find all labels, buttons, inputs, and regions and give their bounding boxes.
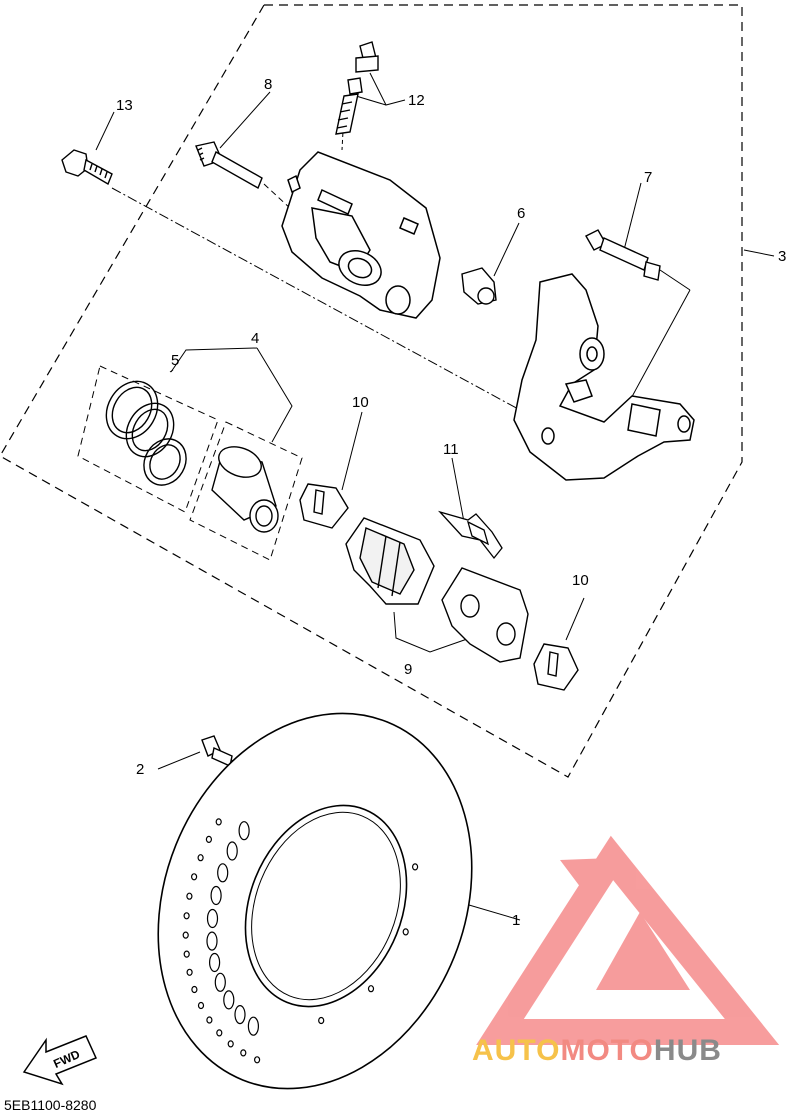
boot-6 bbox=[461, 267, 497, 305]
clip-10-upper bbox=[299, 483, 349, 529]
clip-10-lower bbox=[533, 643, 579, 691]
disc-slot bbox=[247, 1016, 259, 1036]
disc-drill-hole bbox=[191, 985, 198, 994]
disc-slot bbox=[209, 952, 221, 973]
watermark-moto: MOTO bbox=[560, 1034, 654, 1067]
label-part-4: 4 bbox=[251, 330, 260, 347]
bolt-8 bbox=[195, 141, 263, 190]
watermark-logo bbox=[476, 835, 780, 1045]
watermark-text: AUTOMOTOHUB bbox=[472, 1034, 722, 1068]
label-part-9: 9 bbox=[404, 661, 413, 678]
leader-lines bbox=[95, 72, 775, 921]
pad-spring-11 bbox=[437, 510, 503, 560]
disc-drill-hole bbox=[215, 818, 222, 826]
disc-drill-hole bbox=[402, 928, 409, 936]
disc-drill-hole bbox=[240, 1049, 247, 1057]
disc-drill-hole bbox=[183, 950, 190, 958]
label-part-6: 6 bbox=[517, 205, 526, 222]
disc-drill-hole bbox=[216, 1029, 223, 1037]
label-part-5: 5 bbox=[171, 352, 180, 369]
disc-drill-hole bbox=[186, 968, 193, 976]
seal-kit-box bbox=[77, 365, 219, 513]
disc-drill-hole bbox=[318, 1016, 325, 1025]
bolt-2 bbox=[201, 735, 233, 767]
disc-holes bbox=[182, 818, 419, 1064]
disc-drill-hole bbox=[186, 892, 193, 900]
label-part-12: 12 bbox=[408, 92, 425, 109]
disc-slot bbox=[214, 972, 226, 992]
label-part-13: 13 bbox=[116, 97, 133, 114]
label-part-1: 1 bbox=[512, 912, 521, 929]
fwd-arrow-icon bbox=[22, 1035, 98, 1086]
disc-drill-hole bbox=[183, 912, 190, 920]
disc-drill-hole bbox=[205, 835, 212, 844]
bolt-13 bbox=[61, 149, 113, 186]
label-part-11: 11 bbox=[443, 441, 459, 458]
piston bbox=[211, 446, 279, 533]
seals-5 bbox=[105, 380, 187, 486]
watermark-auto: AUTO bbox=[472, 1034, 561, 1067]
label-part-3: 3 bbox=[778, 248, 787, 265]
disc-drill-hole bbox=[254, 1056, 261, 1064]
disc-slot bbox=[217, 863, 229, 883]
disc-drill-hole bbox=[197, 854, 204, 862]
label-part-7: 7 bbox=[644, 169, 653, 186]
disc-drill-hole bbox=[367, 985, 375, 993]
disc-slot bbox=[223, 990, 235, 1010]
watermark-hub: HUB bbox=[653, 1034, 722, 1067]
disc-drill-hole bbox=[206, 1016, 213, 1024]
disc-slot bbox=[226, 841, 238, 861]
assembly-boundary bbox=[0, 4, 743, 778]
bleed-screw-12 bbox=[335, 41, 379, 135]
disc-drill-hole bbox=[227, 1040, 234, 1048]
label-part-10-upper: 10 bbox=[352, 394, 369, 411]
caliper-body bbox=[281, 151, 441, 319]
brake-disc bbox=[157, 712, 473, 1090]
disc-slot bbox=[210, 885, 222, 906]
disc-drill-hole bbox=[191, 873, 198, 881]
label-part-8: 8 bbox=[264, 76, 273, 93]
disc-slot bbox=[206, 908, 219, 929]
disc-slot bbox=[238, 821, 250, 841]
brake-pads-9 bbox=[345, 517, 529, 663]
disc-slot bbox=[234, 1004, 246, 1025]
label-part-10-lower: 10 bbox=[572, 572, 589, 589]
disc-drill-hole bbox=[412, 863, 419, 871]
piston-box bbox=[189, 421, 303, 561]
diagram-code: 5EB1100-8280 bbox=[4, 1097, 97, 1113]
pin-7 bbox=[585, 229, 661, 281]
label-part-2: 2 bbox=[136, 761, 145, 778]
disc-drill-hole bbox=[197, 1001, 205, 1010]
disc-slot bbox=[206, 931, 218, 951]
disc-drill-hole bbox=[182, 931, 189, 939]
caliper-bracket bbox=[513, 273, 695, 481]
